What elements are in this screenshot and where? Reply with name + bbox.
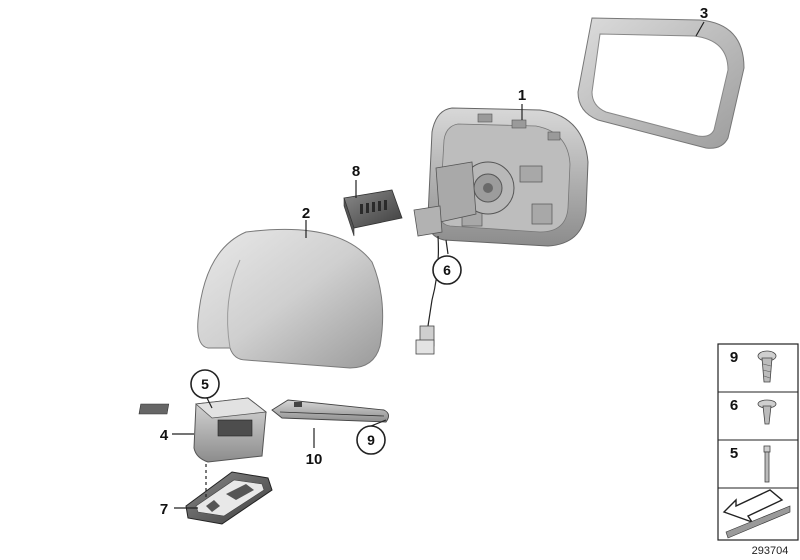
control-module[interactable] xyxy=(343,189,403,237)
mirror-base[interactable] xyxy=(138,397,268,463)
part-ring-9 xyxy=(356,425,386,455)
part-label-6: 6 xyxy=(443,262,451,278)
part-label-4: 4 xyxy=(160,427,169,444)
part-label-7: 7 xyxy=(160,501,168,518)
fastener-legend: 9 6 5 xyxy=(717,343,799,541)
part-label-3: 3 xyxy=(700,5,708,22)
mirror-actuator-motor[interactable] xyxy=(413,161,515,355)
part-label-10: 10 xyxy=(306,451,323,468)
part-ring-5 xyxy=(190,369,220,399)
legend-label-9: 9 xyxy=(730,349,738,366)
diagram-reference-number: 293704 xyxy=(752,545,789,557)
legend-label-5: 5 xyxy=(730,445,738,462)
part-label-5: 5 xyxy=(201,376,209,392)
mirror-cap-cover[interactable] xyxy=(197,228,384,369)
part-label-1: 1 xyxy=(518,87,526,104)
torx-screw-flat-icon xyxy=(757,399,777,425)
torx-screw-large-icon xyxy=(757,350,777,383)
legend-label-6: 6 xyxy=(730,397,738,414)
bolt-long-icon xyxy=(763,445,771,483)
part-label-9: 9 xyxy=(367,432,375,448)
mirror-frame-ring[interactable] xyxy=(577,17,745,149)
part-label-2: 2 xyxy=(302,205,310,222)
part-ring-6 xyxy=(432,255,462,285)
part-label-8: 8 xyxy=(352,163,360,180)
assembly-arrow-icon xyxy=(722,489,791,539)
lower-trim-cover[interactable] xyxy=(271,399,389,423)
base-gasket[interactable] xyxy=(185,471,273,525)
